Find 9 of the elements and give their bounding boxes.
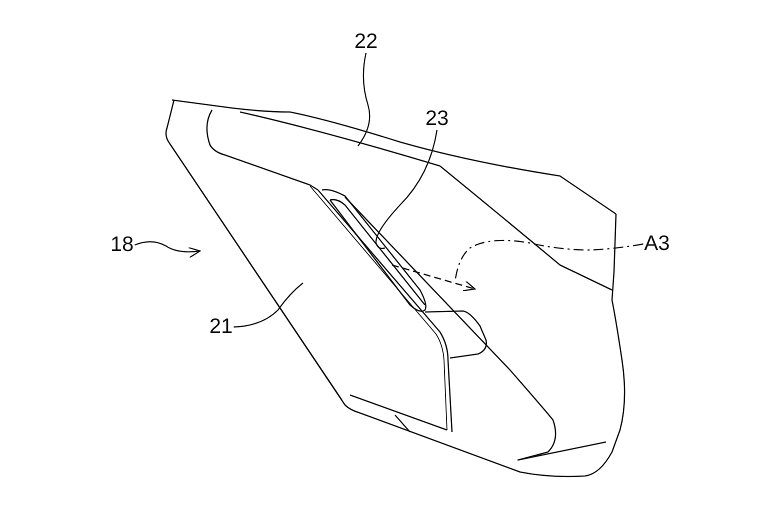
leader-line <box>358 52 370 146</box>
leader-line <box>375 130 438 250</box>
callout-number: 22 <box>353 31 379 53</box>
callout-number: 23 <box>424 108 450 130</box>
callout-number: 18 <box>109 234 135 256</box>
callout-number: A3 <box>643 233 671 255</box>
leader-line <box>234 282 304 328</box>
callout-number: 21 <box>208 316 234 338</box>
leader-arrow <box>134 241 201 258</box>
